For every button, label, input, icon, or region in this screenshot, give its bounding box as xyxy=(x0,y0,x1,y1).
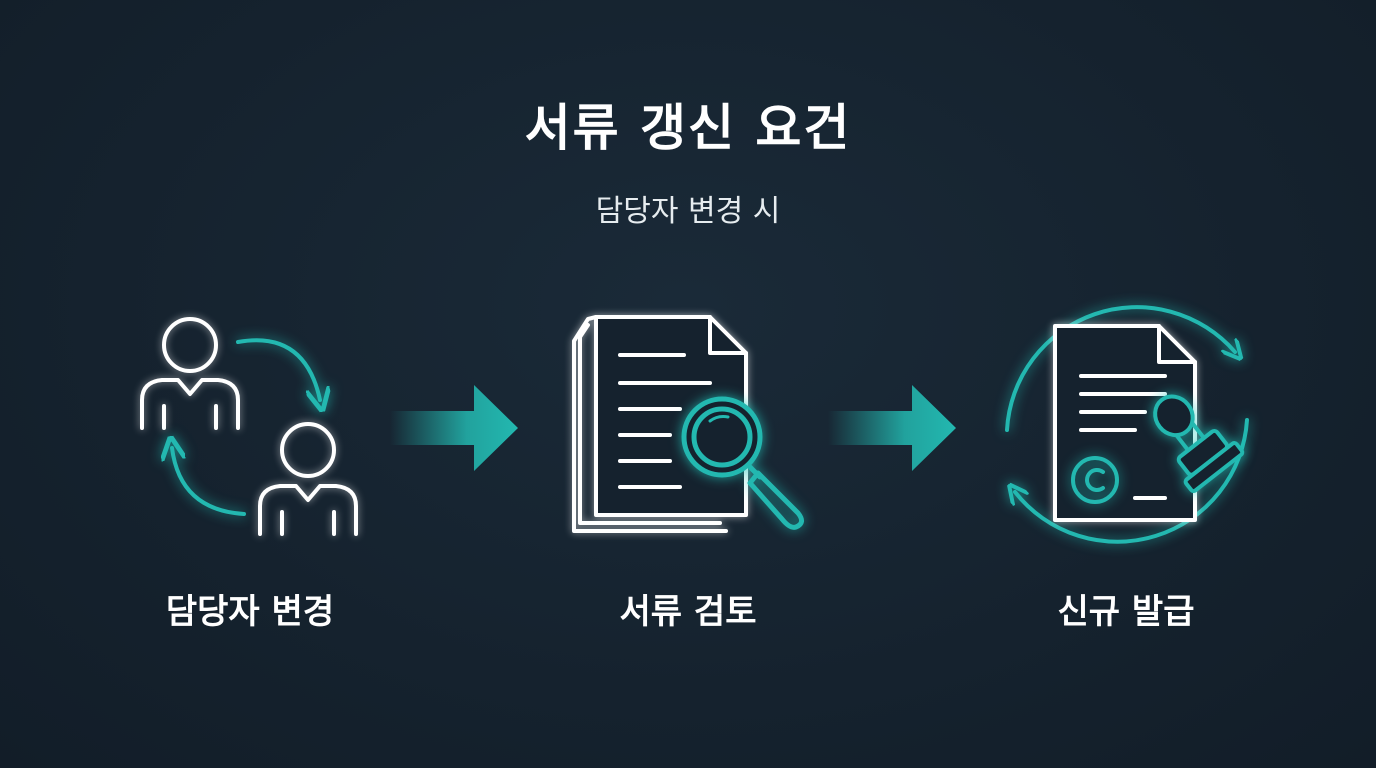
step-label-3: 신규 발급 xyxy=(1057,592,1195,632)
document-stamp-renew-icon xyxy=(1005,305,1249,544)
step-label-2: 서류 검토 xyxy=(619,592,757,632)
page-subtitle: 담당자 변경 시 xyxy=(595,194,781,229)
document-search-icon xyxy=(572,315,804,533)
step-label-1: 담당자 변경 xyxy=(165,592,335,632)
people-swap-icon xyxy=(140,317,358,536)
flow-arrow-2 xyxy=(828,385,956,471)
page-title: 서류 갱신 요건 xyxy=(524,99,852,157)
flow-arrow-1 xyxy=(390,385,518,471)
